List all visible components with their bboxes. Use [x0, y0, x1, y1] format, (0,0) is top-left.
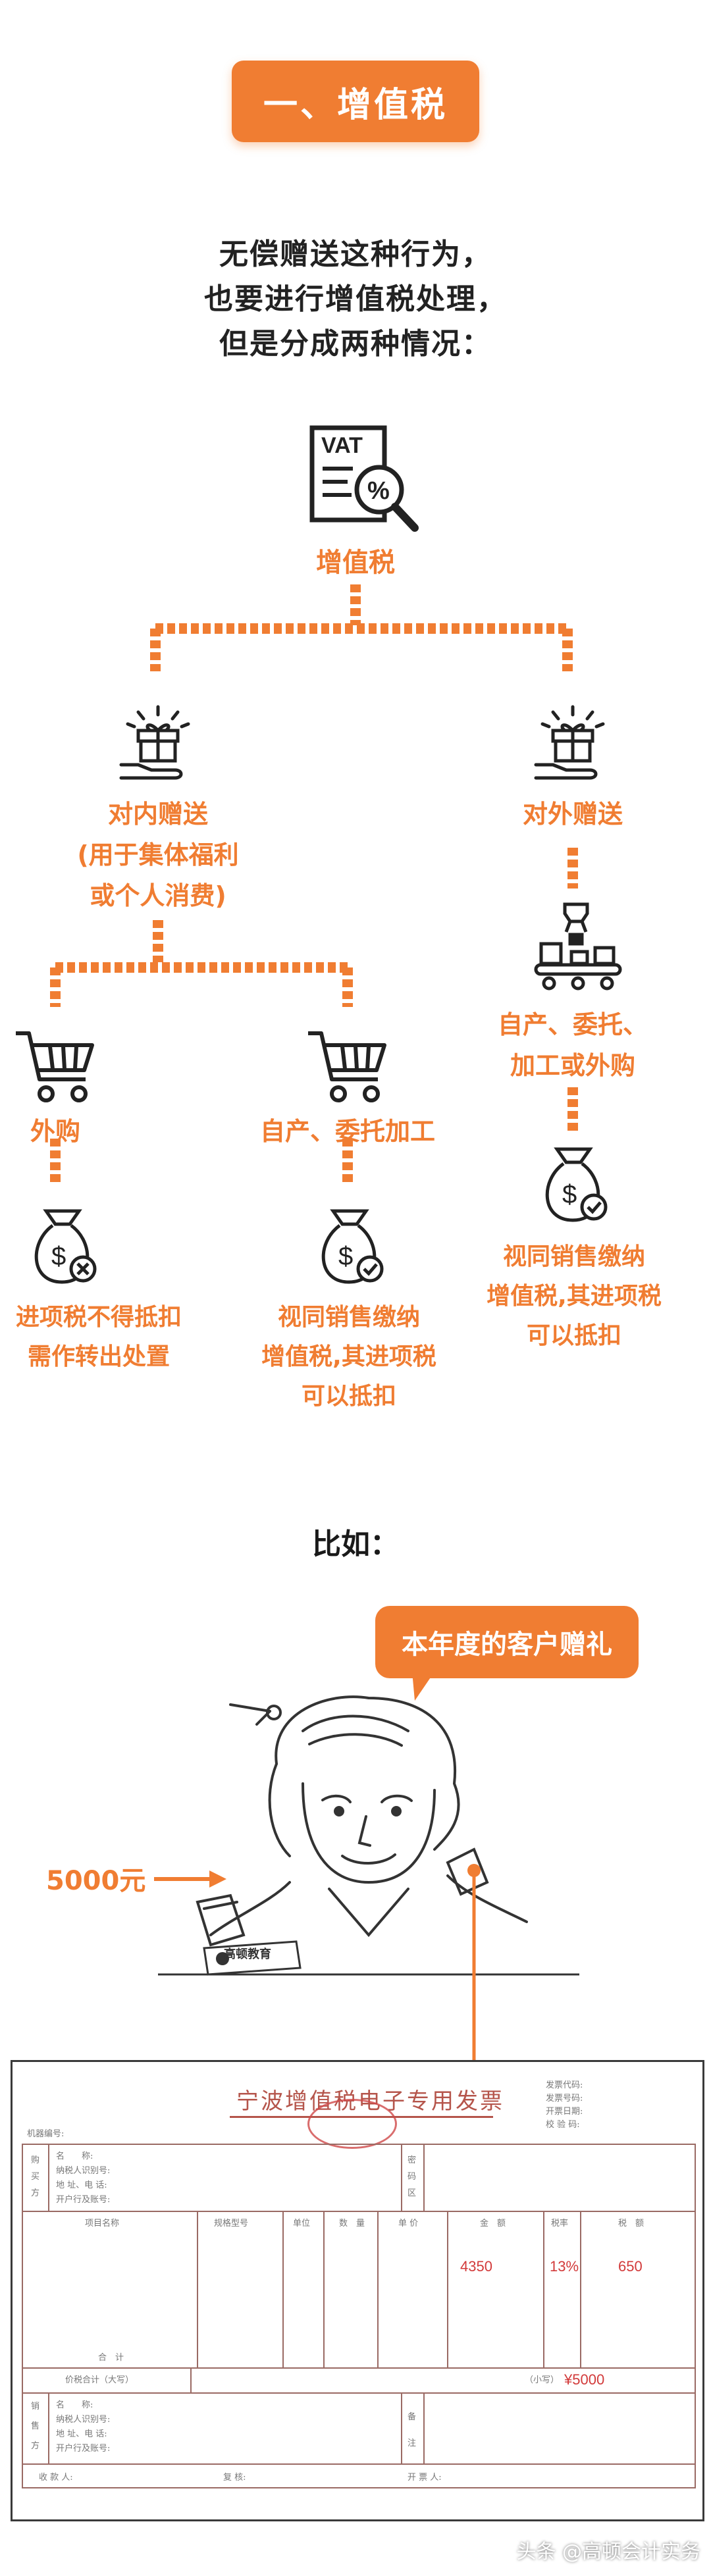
- self-made-result-2: 增值税,其进项税: [261, 1343, 436, 1370]
- total-lowercase-label: （小写）: [525, 2375, 560, 2385]
- invoice-check-label: 校 验 码:: [546, 2120, 580, 2130]
- total-value: ¥5000: [564, 2371, 605, 2388]
- buyer-label-1: 购: [31, 2155, 40, 2165]
- external-source-label-1: 自产、委托、: [497, 1010, 648, 1039]
- tree-connectors: [50, 584, 578, 1185]
- invoice-date-label: 开票日期:: [546, 2107, 583, 2117]
- footer-issuer: 开 票 人:: [408, 2473, 442, 2483]
- speech-bubble: 本年度的客户赠礼: [375, 1606, 639, 1678]
- amount-tag: 5000元: [46, 1866, 146, 1896]
- invoice-table: [22, 2144, 696, 2488]
- stamp-seal: [307, 2099, 397, 2149]
- invoice-code-label: 发票代码:: [546, 2080, 583, 2090]
- machine-no-label: 机器编号:: [27, 2129, 65, 2139]
- amount-value: 4350: [460, 2258, 492, 2275]
- header-quantity: 数 量: [339, 2219, 365, 2228]
- total-uppercase-label: 价税合计（大写）: [65, 2375, 134, 2385]
- internal-label-3: 或个人消费): [90, 881, 226, 910]
- speech-tail: [412, 1672, 434, 1701]
- seller-field-address: 地 址、电 话:: [56, 2429, 107, 2439]
- header-unit: 单位: [293, 2219, 311, 2228]
- gift-hand-icon: [527, 704, 619, 783]
- invoice-number-label: 发票号码:: [546, 2094, 583, 2103]
- buyer-field-taxid: 纳税人识别号:: [56, 2166, 111, 2176]
- money-bag-cross-icon: $: [22, 1204, 101, 1290]
- vat-invoice: 宁波增值税电子专用发票 发票代码: 发票号码: 开票日期: 校 验 码: 机器编…: [11, 2060, 704, 2521]
- external-result-2: 增值税,其进项税: [487, 1283, 662, 1310]
- svg-text:$: $: [51, 1242, 66, 1271]
- intro-line-2: 也要进行增值税处理，: [204, 282, 507, 316]
- external-result-3: 可以抵扣: [526, 1322, 621, 1349]
- footer-payee: 收 款 人:: [39, 2473, 73, 2483]
- purchased-result-2: 需作转出处置: [27, 1343, 170, 1370]
- rate-value: 13%: [550, 2258, 579, 2275]
- buyer-field-bank: 开户行及账号:: [56, 2195, 111, 2205]
- header-tax: 税 额: [618, 2219, 645, 2228]
- seller-field-bank: 开户行及账号:: [56, 2444, 111, 2454]
- buyer-label-3: 方: [31, 2188, 40, 2198]
- password-label-1: 密: [408, 2155, 417, 2165]
- remark-label-2: 注: [408, 2438, 417, 2448]
- gift-hand-icon: [112, 704, 204, 783]
- internal-label-2: (用于集体福利: [77, 840, 239, 869]
- self-made-result-3: 可以抵扣: [301, 1383, 396, 1410]
- external-source-label-2: 加工或外购: [510, 1051, 635, 1080]
- header-rate: 税率: [551, 2219, 569, 2228]
- svg-text:$: $: [562, 1180, 577, 1209]
- purchased-result-1: 进项税不得抵扣: [15, 1304, 182, 1331]
- self-made-label: 自产、委托加工: [259, 1117, 435, 1146]
- external-label: 对外赠送: [522, 800, 623, 829]
- header-spec: 规格型号: [214, 2219, 249, 2228]
- svg-text:VAT: VAT: [321, 433, 363, 458]
- money-bag-check-icon: $: [533, 1143, 612, 1228]
- internal-label-1: 对内赠送: [107, 800, 208, 829]
- amount-arrow: [154, 1870, 226, 1888]
- subtotal-label: 合 计: [98, 2353, 124, 2363]
- vat-document-icon: VAT %: [299, 421, 424, 540]
- watermark: 头条 @高顿会计实务: [516, 2540, 700, 2563]
- seller-field-name: 名 称:: [56, 2400, 93, 2410]
- cartoon-character-illustration: [157, 1685, 581, 1988]
- buyer-label-2: 买: [31, 2172, 40, 2182]
- svg-text:$: $: [338, 1242, 353, 1271]
- pointer-line: [467, 1864, 481, 2065]
- purchased-label: 外购: [30, 1117, 80, 1146]
- logo-text: 高顿教育: [224, 1947, 271, 1961]
- header-unit-price: 单 价: [398, 2219, 419, 2228]
- header-item-name: 项目名称: [85, 2219, 120, 2228]
- svg-text:%: %: [367, 477, 390, 505]
- remark-label-1: 备: [408, 2412, 417, 2422]
- footer-reviewer: 复 核:: [223, 2473, 246, 2483]
- example-heading: 比如：: [312, 1528, 399, 1561]
- section-title-badge: 一、增值税: [232, 61, 479, 142]
- buyer-field-address: 地 址、电 话:: [56, 2180, 107, 2190]
- password-label-2: 码: [408, 2172, 417, 2182]
- header-amount: 金 额: [480, 2219, 506, 2228]
- seller-label-1: 销: [31, 2402, 40, 2411]
- intro-line-3: 但是分成两种情况：: [219, 327, 492, 361]
- external-result-1: 视同销售缴纳: [502, 1243, 645, 1270]
- seller-label-2: 售: [31, 2421, 40, 2431]
- intro-line-1: 无偿赠送这种行为，: [219, 238, 492, 271]
- shopping-cart-icon: [305, 1027, 391, 1106]
- seller-field-taxid: 纳税人识别号:: [56, 2415, 111, 2425]
- shopping-cart-icon: [13, 1027, 99, 1106]
- seller-label-3: 方: [31, 2441, 40, 2451]
- money-bag-check-icon: $: [309, 1204, 388, 1290]
- buyer-field-name: 名 称:: [56, 2151, 93, 2161]
- root-label: 增值税: [316, 548, 395, 578]
- password-label-3: 区: [408, 2188, 417, 2198]
- tax-value: 650: [618, 2258, 643, 2275]
- factory-conveyor-icon: [532, 902, 624, 994]
- self-made-result-1: 视同销售缴纳: [277, 1304, 420, 1331]
